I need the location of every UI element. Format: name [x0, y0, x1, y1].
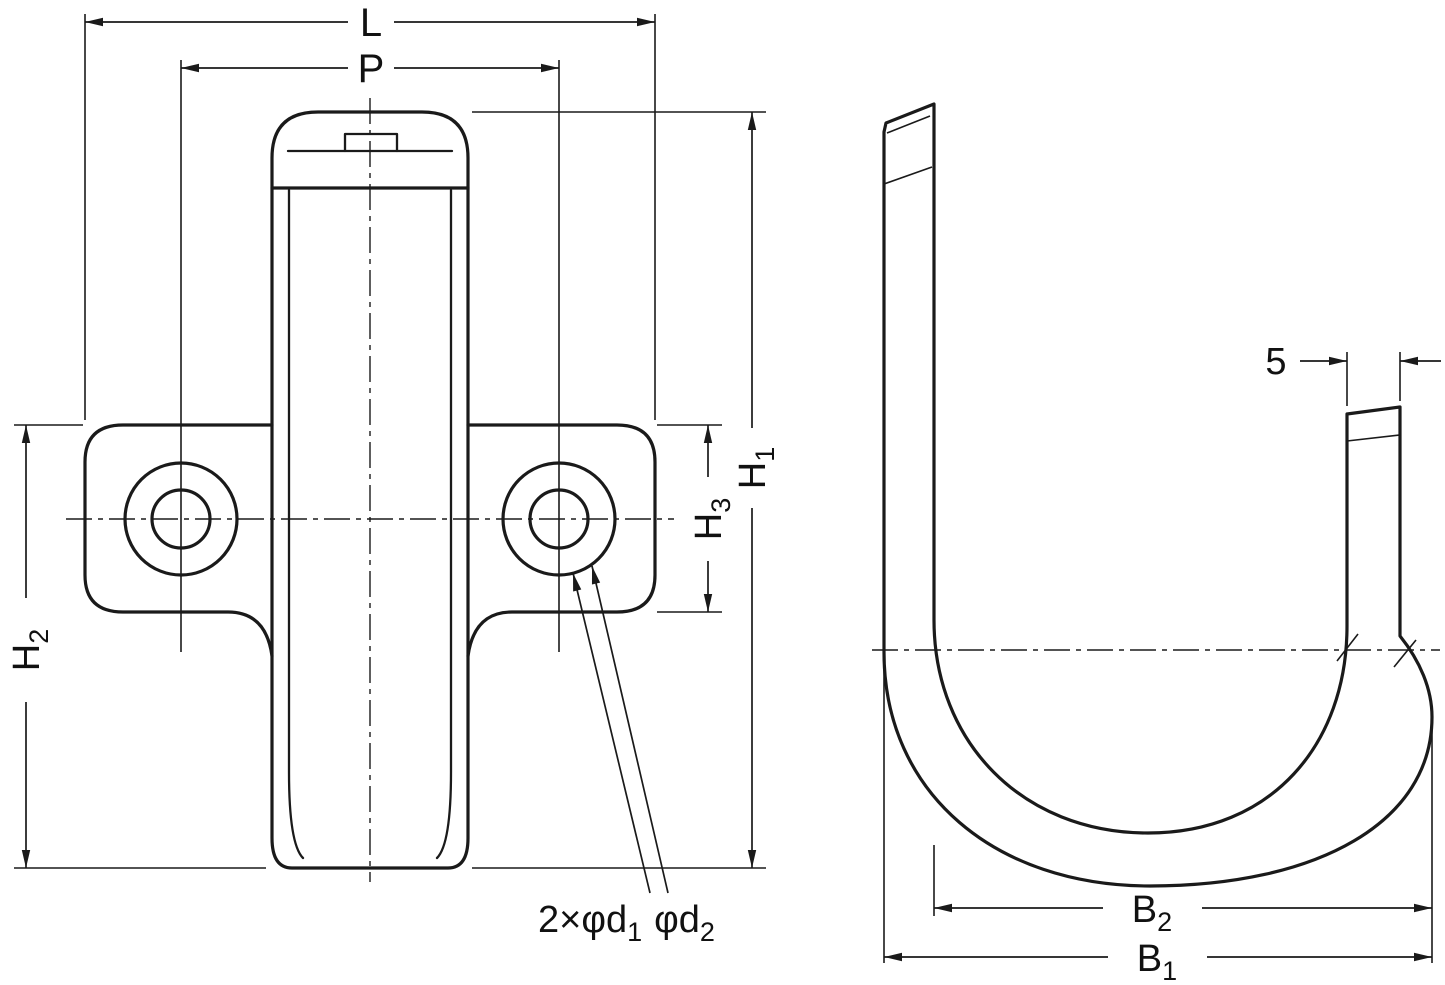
dim-label-B1: B1: [1137, 938, 1177, 985]
side-dimensions: 5 B2 B1: [883, 341, 1441, 985]
mounting-plate-left: [83, 423, 274, 658]
mounting-plate-right: [466, 423, 657, 658]
tip-chamfer-line: [1346, 434, 1401, 442]
dim-label-H3: H3: [688, 498, 736, 540]
dim-label-P: P: [358, 47, 385, 91]
side-bend-crease-line: [883, 166, 933, 185]
dim-label-B2: B2: [1132, 889, 1172, 937]
stem-inner-contour-left: [287, 188, 305, 860]
tip-transition-tick-inner: [1336, 633, 1359, 662]
leader-hole-note-inner: [591, 565, 669, 894]
stem-inner-contour-right: [435, 188, 453, 860]
hook-side-outline: [882, 102, 1434, 888]
dim-label-5: 5: [1265, 341, 1286, 383]
dim-label-H2: H2: [6, 629, 54, 671]
side-top-chamfer-line: [886, 115, 931, 134]
tip-transition-tick-outer: [1393, 639, 1417, 668]
hook-front-outline: [270, 110, 470, 870]
hook-top-notch: [343, 132, 399, 153]
dim-label-H1: H1: [732, 447, 780, 489]
dim-label-L: L: [360, 1, 382, 45]
side-view: [872, 102, 1440, 888]
front-view: [66, 60, 674, 882]
leader-hole-note-outer: [572, 572, 651, 894]
